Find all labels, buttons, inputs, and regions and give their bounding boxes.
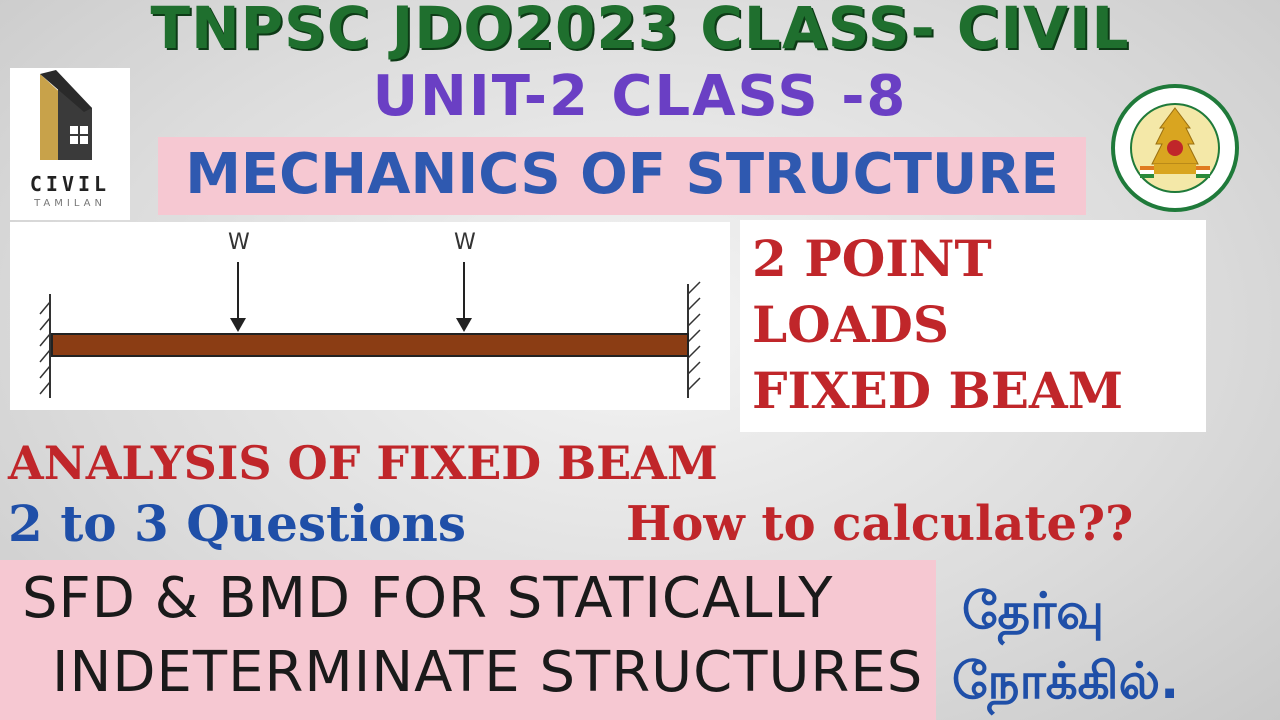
tamil-nadu-emblem-icon xyxy=(1110,82,1240,214)
questions-heading: 2 to 3 Questions xyxy=(8,494,467,553)
info-line-1: 2 POINT xyxy=(752,229,992,288)
fixed-beam-diagram xyxy=(10,222,730,410)
logo-brand-text: CIVIL xyxy=(29,172,111,196)
logo-tagline-text: TAMILAN xyxy=(34,198,106,209)
load-label-right: W xyxy=(454,230,476,255)
how-heading: How to calculate?? xyxy=(626,496,1134,552)
beam xyxy=(51,333,689,357)
sfd-band xyxy=(0,560,936,720)
load-label-left: W xyxy=(228,230,250,255)
info-text: 2 POINT LOADS FIXED BEAM xyxy=(752,226,1202,424)
sfd-line-2: INDETERMINATE STRUCTURES xyxy=(52,640,924,705)
load-arrow-right xyxy=(456,262,472,332)
video-title: TNPSC JDO2023 CLASS- CIVIL xyxy=(150,0,1130,62)
house-icon xyxy=(40,70,92,160)
subject-heading: MECHANICS OF STRUCTURE xyxy=(185,142,1059,207)
info-line-3: FIXED BEAM xyxy=(752,361,1124,420)
tamil-line-2: நோக்கில். xyxy=(952,652,1180,710)
subject-band xyxy=(158,137,1086,215)
load-arrow-left xyxy=(230,262,246,332)
info-panel xyxy=(740,220,1206,432)
tamil-line-1: தேர்வு xyxy=(962,582,1105,640)
unit-heading: UNIT-2 CLASS -8 xyxy=(372,64,908,129)
info-line-2: LOADS xyxy=(752,295,949,354)
civil-tamilan-logo xyxy=(10,68,130,220)
sfd-line-1: SFD & BMD FOR STATICALLY xyxy=(22,566,834,631)
analysis-heading: ANALYSIS OF FIXED BEAM xyxy=(8,436,718,490)
